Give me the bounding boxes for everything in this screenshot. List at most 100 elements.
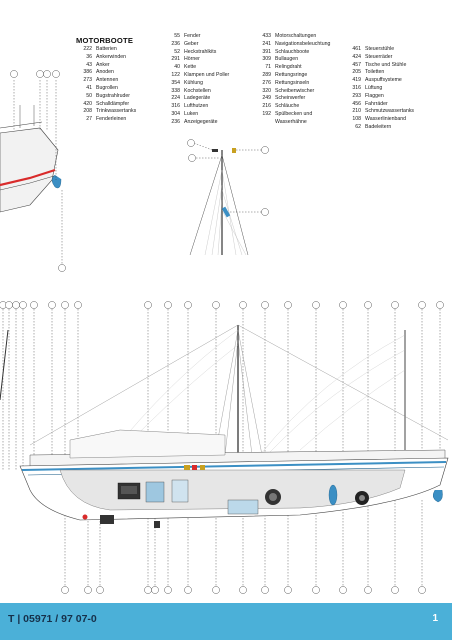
index-label: Bugstrahlruder: [96, 92, 131, 99]
motorboat-bow: [0, 70, 66, 272]
index-entry: 71 Relingdraht: [251, 64, 330, 72]
index-label: Ankerwinden: [96, 53, 126, 60]
callout-marker: [339, 301, 347, 309]
index-label: Tische und Stühle: [365, 61, 407, 68]
index-label: Rettungsinseln: [275, 79, 310, 86]
callout-marker: [312, 301, 320, 309]
index-label: Kochstellen: [184, 87, 211, 94]
index-label: Kühlung: [184, 79, 204, 86]
index-page-number: 224: [171, 95, 180, 102]
index-label: Anker: [96, 61, 110, 68]
index-page-number: 276: [262, 79, 271, 86]
index-page-number: 236: [171, 118, 180, 125]
index-page-number: 419: [352, 77, 361, 84]
index-label: Anzeigegeräte: [184, 118, 218, 125]
index-entry: 276 Rettungsinseln: [251, 80, 330, 88]
index-page-number: 316: [352, 84, 361, 91]
callout-marker: [339, 586, 347, 594]
index-page-number: 52: [174, 48, 180, 55]
callout-marker: [364, 586, 372, 594]
index-entry: 241 Navigationsbeleuchtung: [251, 41, 330, 49]
index-label: Flaggen: [365, 92, 384, 99]
callout-marker: [74, 301, 82, 309]
index-label: Geber: [184, 40, 199, 47]
index-label: Bugrollen: [96, 84, 118, 91]
index-page-number: 304: [171, 110, 180, 117]
page-number: 1: [432, 613, 438, 624]
index-page-number: 291: [171, 56, 180, 63]
index-page-number: 55: [174, 33, 180, 39]
callout-marker: [144, 301, 152, 309]
callout-marker: [61, 301, 69, 309]
index-entry: 224 Ladegeräte: [160, 95, 229, 103]
index-label: Antennen: [96, 77, 119, 84]
index-label: Fahrräder: [365, 100, 388, 107]
index-label: Scheibenwischer: [275, 87, 315, 94]
index-page-number: 43: [86, 61, 92, 68]
index-page-number: 122: [171, 71, 180, 78]
callout-marker: [261, 301, 269, 309]
index-label: Ladegeräte: [184, 95, 211, 102]
callout-marker: [164, 301, 172, 309]
callout-marker: [84, 586, 92, 594]
index-page-number: 40: [174, 64, 180, 71]
index-page-number: 108: [352, 116, 361, 123]
index-label: Steuerstühle: [365, 46, 395, 52]
index-page-number: 62: [355, 123, 361, 130]
index-title: MOTORBOOTE: [76, 36, 134, 45]
index-label: Schlauchboote: [275, 48, 310, 55]
index-page-number: 391: [262, 48, 271, 55]
index-page-number: 71: [265, 64, 271, 71]
callout-marker: [239, 301, 247, 309]
index-label: Kette: [184, 64, 197, 71]
index-label: Scheinwerfer: [275, 95, 306, 102]
index-label: Anoden: [96, 69, 114, 76]
index-page-number: 222: [83, 46, 92, 52]
index-label: Relingdraht: [275, 64, 302, 71]
callout-marker: [164, 586, 172, 594]
callout-marker: [391, 301, 399, 309]
callout-marker: [261, 586, 269, 594]
index-label: Fenderleinen: [96, 116, 127, 123]
index-page-number: 50: [86, 92, 92, 99]
index-entry: 50 Bugstrahlruder: [72, 93, 136, 101]
index-entry: 40 Kette: [160, 64, 229, 72]
index-label: Wasserhähne: [275, 118, 307, 125]
callout-marker: [30, 301, 38, 309]
index-page-number: 36: [86, 53, 92, 60]
callout-marker: [284, 586, 292, 594]
index-label: Toiletten: [365, 69, 385, 76]
index-label: Badeleitern: [365, 123, 392, 130]
index-entry: 391 Schlauchboote: [251, 49, 330, 57]
index-label: Steuerräder: [365, 53, 393, 60]
index-label: Rettungsringe: [275, 71, 308, 78]
index-page-number: 241: [262, 40, 271, 47]
index-label: Spülbecken und: [275, 110, 313, 117]
index-label: Navigationsbeleuchtung: [275, 40, 331, 47]
callout-marker: [12, 301, 20, 309]
index-page-number: 208: [83, 108, 92, 115]
callout-marker: [184, 301, 192, 309]
index-label: Klampen und Poller: [184, 71, 230, 78]
marker-bow: [10, 70, 66, 272]
index-label: Auspuffsysteme: [365, 77, 402, 84]
